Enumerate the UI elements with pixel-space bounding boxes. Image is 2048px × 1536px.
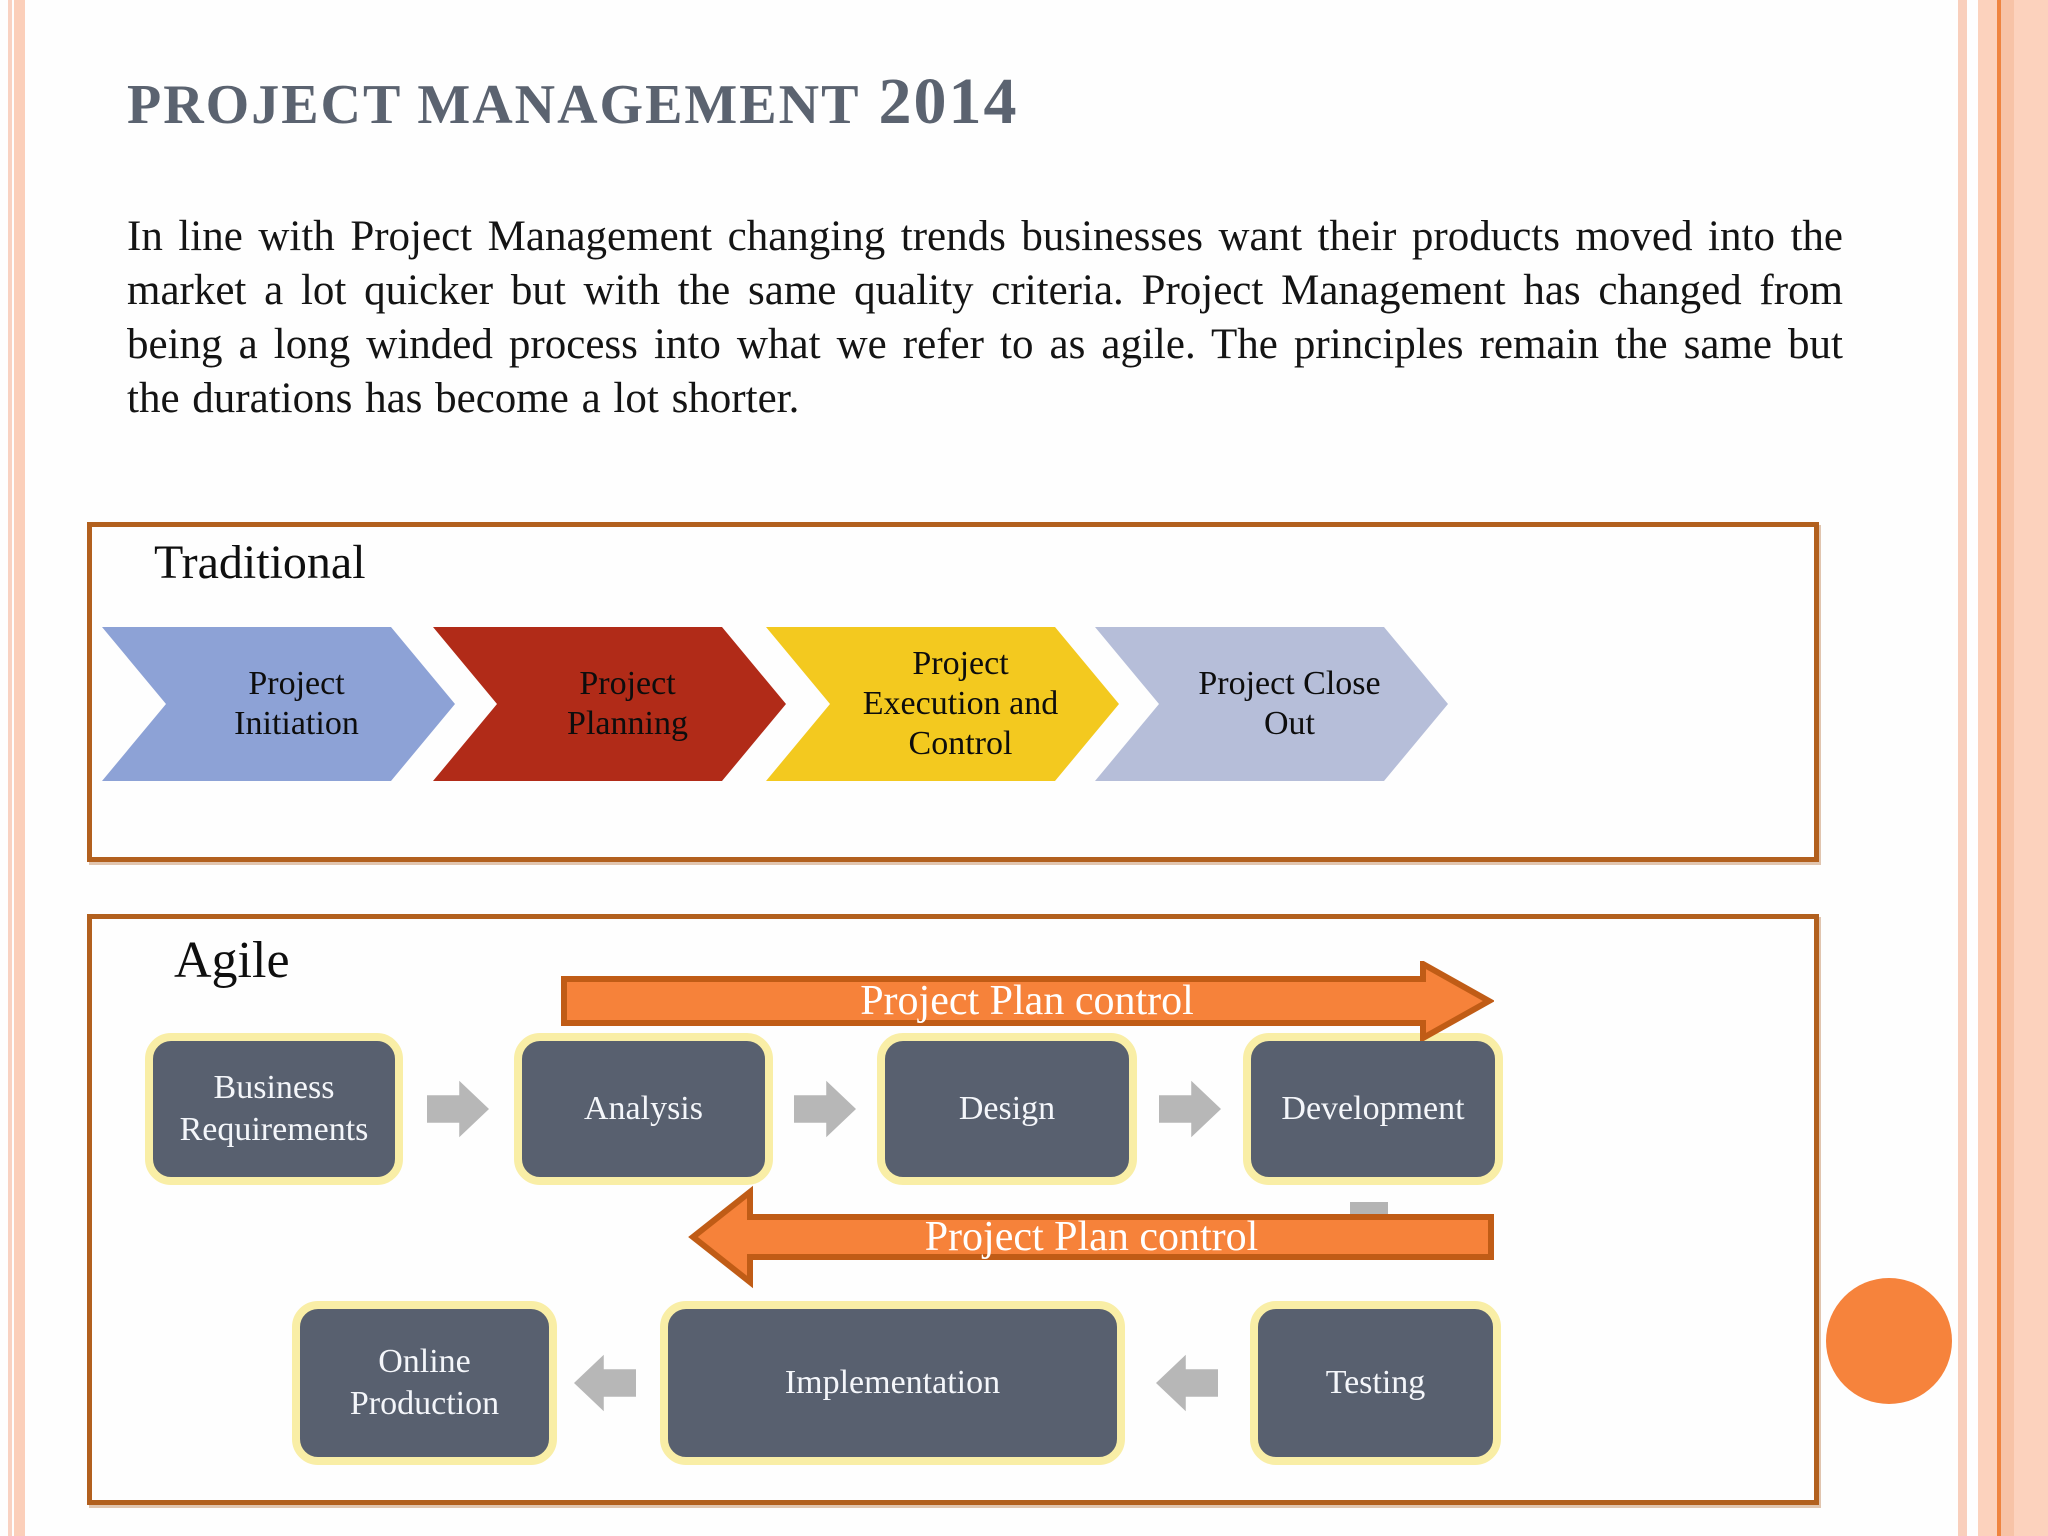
step-label: Business Requirements — [179, 1068, 369, 1149]
chevron-project-initiation: Project Initiation — [102, 627, 455, 781]
right-border-stripe-accent — [1997, 0, 2001, 1536]
left-border-stripe-thin — [8, 0, 12, 1536]
chevron-project-close-out: Project Close Out — [1095, 627, 1448, 781]
plan-control-arrow-backward-label: Project Plan control — [924, 1214, 1259, 1260]
agile-step-analysis: Analysis — [514, 1033, 773, 1185]
section-label-agile: Agile — [174, 932, 290, 989]
decorative-circle — [1826, 1278, 1952, 1404]
right-arrow-icon — [427, 1080, 489, 1138]
traditional-section: Traditional Project Initiation Project P… — [87, 522, 1819, 862]
agile-step-development: Development — [1243, 1033, 1503, 1185]
agile-section: Agile Project Plan control Business Requ… — [87, 914, 1819, 1505]
page-title: Project Management 2014 — [127, 64, 1018, 140]
chevron-label: Project Planning — [567, 664, 688, 742]
chevron-label: Project Execution and Control — [862, 644, 1059, 763]
chevron-project-planning: Project Planning — [433, 627, 786, 781]
left-arrow-icon — [574, 1354, 636, 1412]
agile-step-online-production: Online Production — [292, 1301, 557, 1465]
right-border-stripe-thin — [1958, 0, 1967, 1536]
step-label: Online Production — [349, 1342, 500, 1423]
step-label: Implementation — [784, 1363, 1001, 1401]
step-label: Analysis — [583, 1089, 703, 1127]
chevron-label: Project Initiation — [234, 664, 359, 742]
right-block-arrow-icon — [561, 958, 1496, 1044]
chevron-project-execution-and-control: Project Execution and Control — [766, 627, 1119, 781]
right-arrow-icon — [794, 1080, 856, 1138]
right-arrow-icon — [1159, 1080, 1221, 1138]
plan-control-arrow-backward: Project Plan control — [688, 1185, 1495, 1295]
right-border-stripe-shade — [2001, 0, 2014, 1536]
step-label: Testing — [1325, 1363, 1426, 1401]
page-title-year: 2014 — [878, 65, 1019, 138]
agile-step-implementation: Implementation — [660, 1301, 1125, 1465]
page-title-text: Project Management — [127, 74, 861, 136]
section-label-traditional: Traditional — [154, 536, 366, 589]
left-border-stripe-wide — [14, 0, 25, 1536]
plan-control-arrow-forward: Project Plan control — [560, 958, 1496, 1044]
step-label: Design — [958, 1089, 1056, 1127]
agile-step-testing: Testing — [1250, 1301, 1501, 1465]
chevron-label: Project Close Out — [1198, 664, 1381, 742]
step-label: Development — [1281, 1089, 1465, 1127]
left-arrow-icon — [1156, 1354, 1218, 1412]
agile-step-design: Design — [877, 1033, 1137, 1185]
left-block-arrow-icon — [688, 1185, 1494, 1289]
intro-paragraph: In line with Project Management changing… — [127, 213, 1843, 422]
plan-control-arrow-forward-label: Project Plan control — [860, 978, 1194, 1024]
agile-step-business-requirements: Business Requirements — [145, 1033, 403, 1185]
